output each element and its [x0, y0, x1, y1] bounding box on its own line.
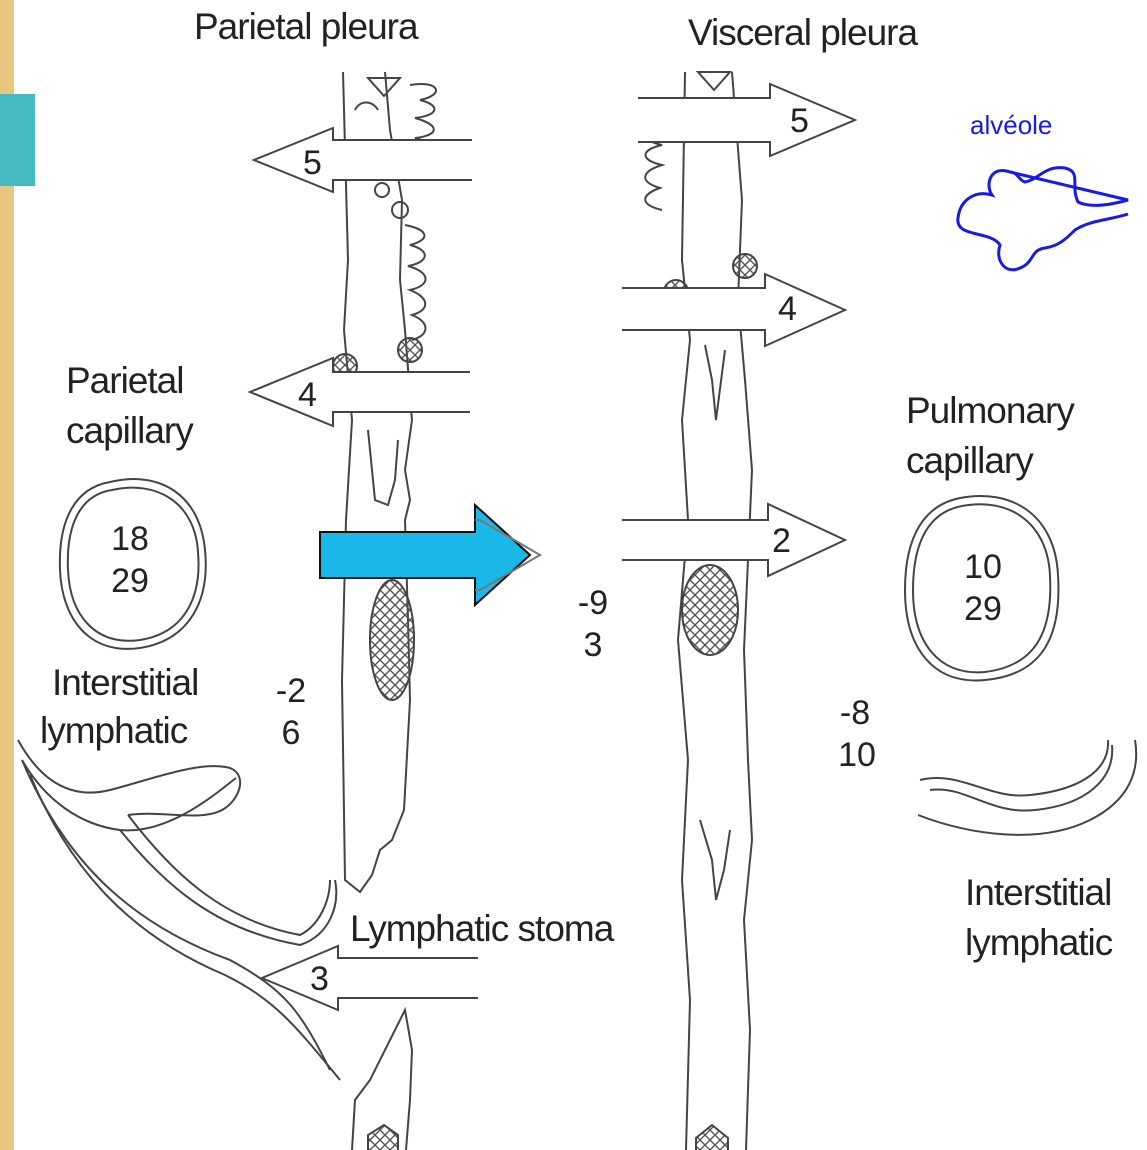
- parietal-capillary-label-line2: capillary: [66, 410, 193, 452]
- arrow-visceral-5-label: 5: [790, 104, 809, 138]
- visceral-pleura-title: Visceral pleura: [688, 12, 917, 54]
- parietal-cell-inner: [368, 430, 398, 505]
- parietal-interstitium-value-bottom: 6: [268, 714, 314, 752]
- arrow-parietal-5: [254, 128, 472, 192]
- visceral-cell-inner: [705, 345, 725, 420]
- left-interstitial-lymphatic-line2: lymphatic: [40, 710, 187, 752]
- parietal-vesicle-3: [392, 202, 408, 218]
- pulmonary-capillary-value-top: 10: [958, 548, 1008, 586]
- arrow-visceral-2: [622, 504, 845, 576]
- lymphatic-stoma-label: Lymphatic stoma: [350, 908, 613, 950]
- arrow-parietal-4-label: 4: [298, 378, 317, 412]
- parietal-capillary-label-line1: Parietal: [66, 360, 183, 402]
- parietal-interstitium-value-top: -2: [268, 672, 314, 710]
- arrow-stoma-3-label: 3: [310, 962, 329, 996]
- pulmonary-capillary-label-line2: capillary: [906, 440, 1033, 482]
- right-interstitial-lymphatic-line2: lymphatic: [965, 922, 1112, 964]
- arrow-parietal-4: [250, 358, 470, 426]
- pulmonary-capillary-shape: [905, 496, 1058, 681]
- parietal-capillary-value-top: 18: [105, 520, 155, 558]
- arrow-visceral-2-label: 2: [772, 524, 791, 558]
- parietal-vesicle-2: [375, 183, 389, 197]
- right-interstitial-lymphatic-line1: Interstitial: [965, 872, 1111, 914]
- pleural-space-value-top: -9: [570, 584, 616, 622]
- left-interstitial-lymphatic-line1: Interstitial: [52, 662, 198, 704]
- pulmonary-capillary-value-bottom: 29: [958, 590, 1008, 628]
- parietal-nucleus: [370, 580, 414, 700]
- parietal-diamond-icon: [368, 78, 400, 96]
- highlight-arrow: [320, 505, 530, 605]
- pulmonary-capillary-label-line1: Pulmonary: [906, 390, 1074, 432]
- arrow-visceral-4: [622, 274, 845, 346]
- parietal-pleura-title: Parietal pleura: [194, 6, 418, 48]
- visceral-diamond-icon: [698, 72, 730, 90]
- parietal-pleura-strip: [342, 72, 436, 892]
- arrow-visceral-4-label: 4: [778, 292, 797, 326]
- arrow-parietal-5-label: 5: [303, 146, 322, 180]
- parietal-squiggle-2: [405, 225, 426, 340]
- arrow-stoma-3: [262, 946, 478, 1010]
- parietal-vesicle-4: [355, 103, 378, 111]
- alveole-shape: [958, 168, 1128, 270]
- visceral-cell-lower: [700, 820, 730, 900]
- parietal-capillary-value-bottom: 29: [105, 562, 155, 600]
- alveole-label: alvéole: [970, 110, 1052, 140]
- pleural-space-value-bottom: 3: [570, 626, 616, 664]
- lower-visceral-diamond-icon: [696, 1125, 728, 1150]
- visceral-interstitium-value-bottom: 10: [832, 736, 882, 774]
- visceral-interstitium-value-top: -8: [832, 694, 878, 732]
- right-lymphatic-vessel: [918, 740, 1136, 835]
- left-lymphatic-vessel: [18, 740, 340, 1080]
- lower-parietal-diamond-icon: [368, 1125, 398, 1150]
- visceral-nucleus: [682, 565, 738, 655]
- arrow-visceral-5: [638, 84, 855, 156]
